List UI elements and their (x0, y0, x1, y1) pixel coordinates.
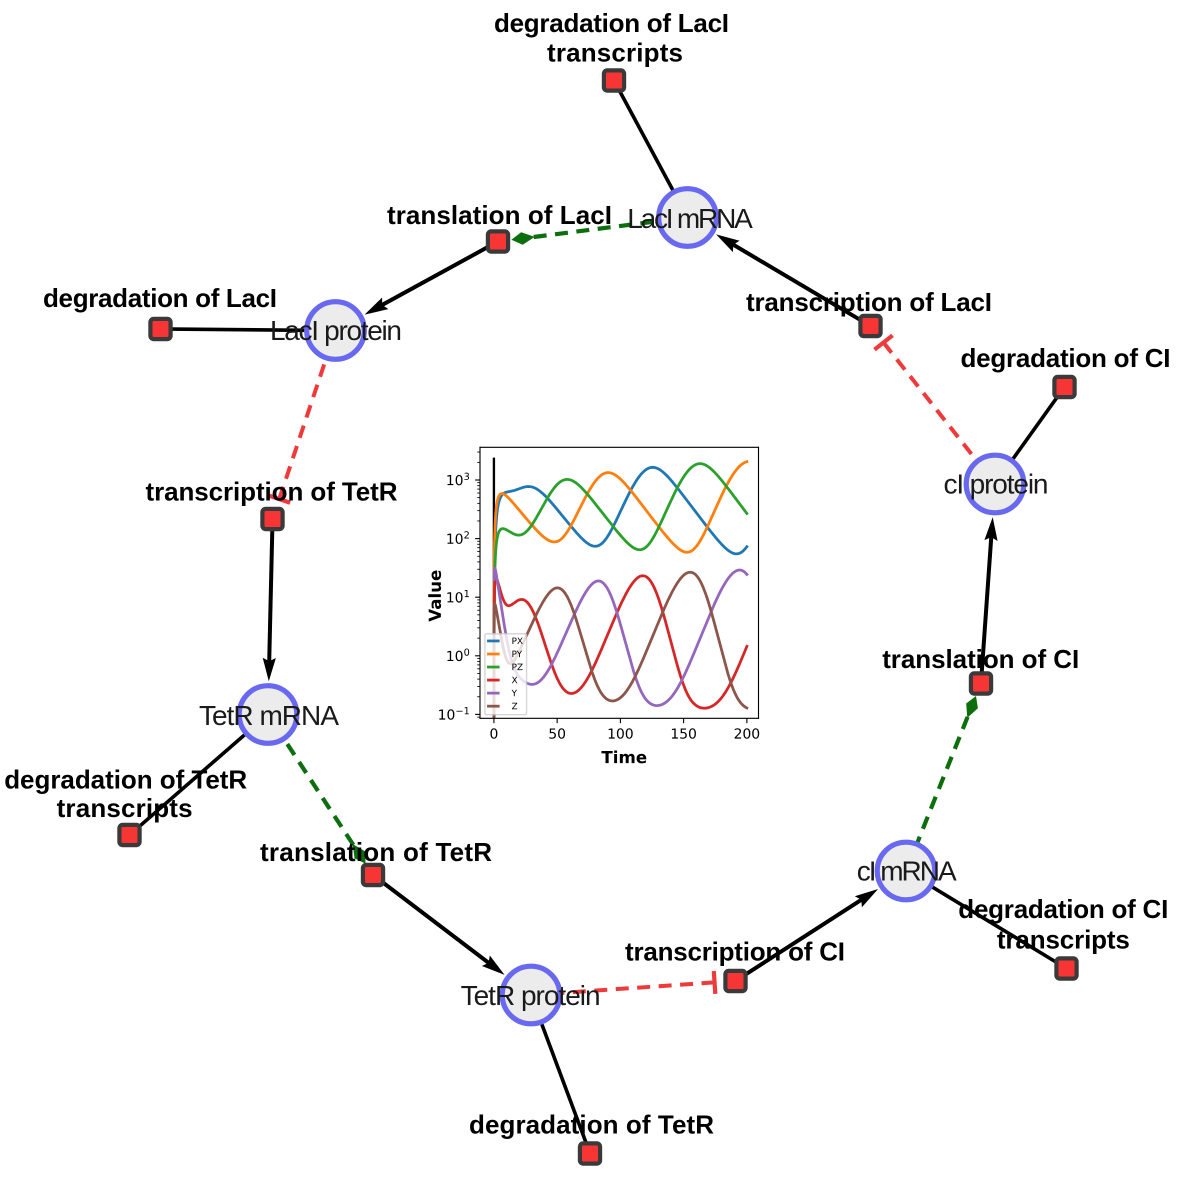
svg-text:LacI protein: LacI protein (270, 315, 402, 346)
svg-text:cI protein: cI protein (944, 469, 1049, 500)
svg-text:transcription of LacI: transcription of LacI (746, 287, 992, 317)
svg-text:degradation of LacI: degradation of LacI (494, 8, 729, 38)
svg-text:LacI mRNA: LacI mRNA (627, 203, 753, 234)
svg-text:degradation of CI: degradation of CI (958, 894, 1168, 924)
svg-text:transcripts: transcripts (997, 925, 1130, 955)
svg-text:TetR mRNA: TetR mRNA (199, 700, 339, 731)
svg-text:transcription of CI: transcription of CI (625, 937, 845, 967)
svg-text:transcripts: transcripts (547, 38, 683, 68)
svg-text:degradation of CI: degradation of CI (961, 343, 1171, 373)
svg-text:translation of CI: translation of CI (882, 644, 1079, 674)
svg-text:transcription of TetR: transcription of TetR (146, 477, 398, 507)
svg-text:degradation of LacI: degradation of LacI (43, 283, 277, 313)
svg-text:cI mRNA: cI mRNA (857, 856, 957, 887)
svg-text:translation of TetR: translation of TetR (260, 837, 492, 867)
svg-text:degradation of TetR: degradation of TetR (469, 1110, 714, 1140)
svg-text:translation of LacI: translation of LacI (387, 200, 612, 230)
svg-text:TetR protein: TetR protein (461, 980, 601, 1011)
svg-text:degradation of TetR: degradation of TetR (4, 765, 247, 795)
svg-text:transcripts: transcripts (57, 793, 193, 823)
